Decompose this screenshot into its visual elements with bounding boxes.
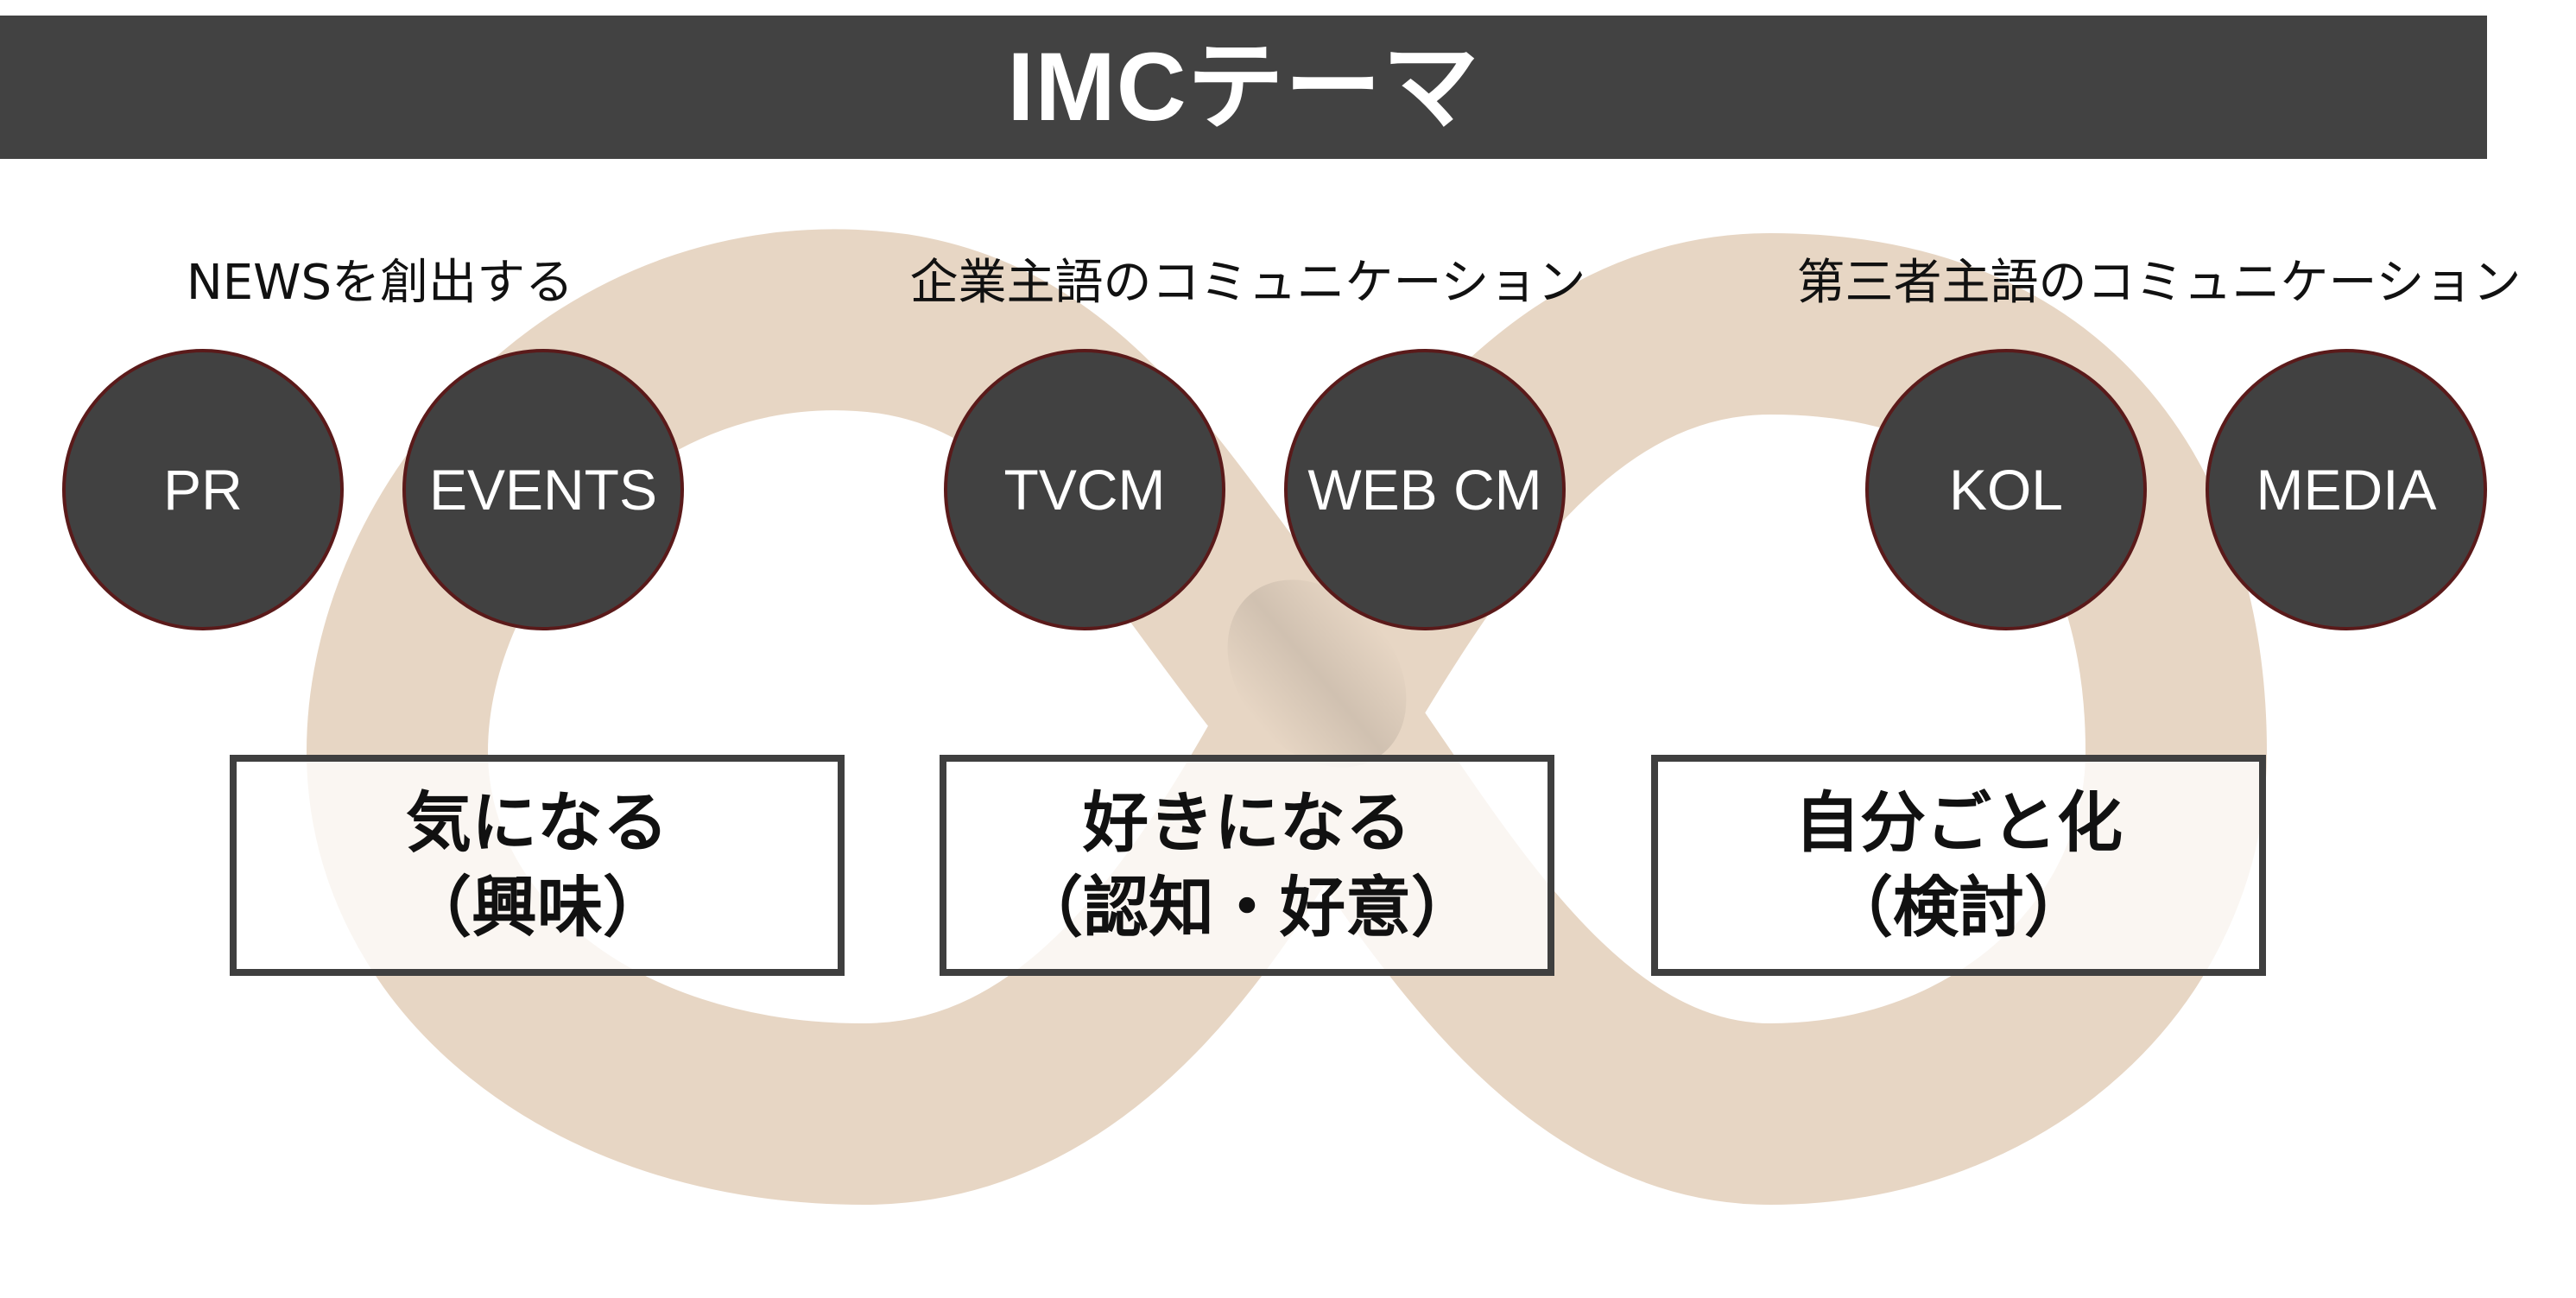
channel-events[interactable]: EVENTS: [402, 349, 684, 630]
stage-subtitle: （認知・好意）: [1017, 869, 1477, 946]
group-label-news: NEWSを創出する: [186, 255, 574, 311]
stage-box-consideration: 自分ごと化 （検討）: [1651, 755, 2266, 976]
channel-label: KOL: [1948, 458, 2064, 522]
channel-kol[interactable]: KOL: [1865, 349, 2147, 630]
stage-title: 自分ごと化: [1794, 784, 2123, 861]
channel-label: PR: [163, 458, 243, 522]
channel-web-cm[interactable]: WEB CM: [1284, 349, 1566, 630]
channel-label: EVENTS: [428, 458, 658, 522]
stage-title: 気になる: [406, 784, 668, 861]
channel-tvcm[interactable]: TVCM: [944, 349, 1225, 630]
group-label-third-party: 第三者主語のコミュニケーション: [1796, 255, 2522, 311]
stage-box-awareness: 好きになる （認知・好意）: [940, 755, 1554, 976]
stage-box-interest: 気になる （興味）: [230, 755, 845, 976]
channel-label: MEDIA: [2256, 458, 2437, 522]
group-label-corporate: 企業主語のコミュニケーション: [909, 255, 1586, 311]
channel-label: TVCM: [1003, 458, 1166, 522]
title-bar: IMCテーマ: [0, 16, 2487, 159]
stage-title: 好きになる: [1083, 784, 1411, 861]
stage-subtitle: （検討）: [1827, 869, 2090, 946]
channel-media[interactable]: MEDIA: [2206, 349, 2487, 630]
page-title: IMCテーマ: [1007, 33, 1480, 141]
channel-pr[interactable]: PR: [62, 349, 344, 630]
stage-subtitle: （興味）: [406, 869, 668, 946]
infinity-crossing-shade: [1227, 579, 1407, 768]
channel-label: WEB CM: [1307, 458, 1542, 522]
